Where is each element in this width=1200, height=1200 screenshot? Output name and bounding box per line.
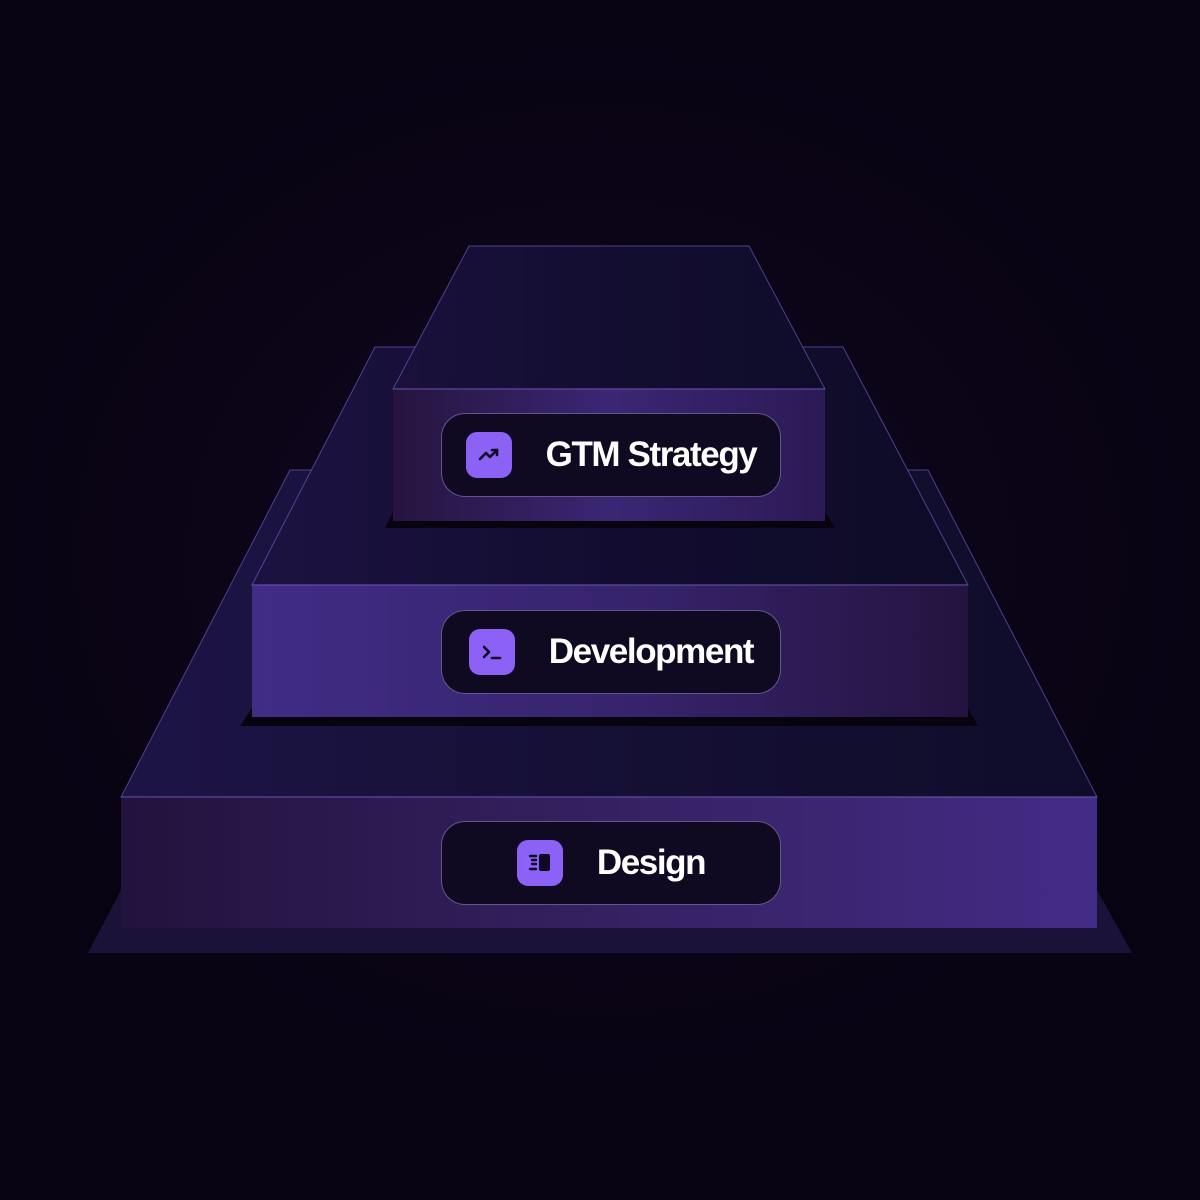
tier-pill-development: Development <box>441 610 781 694</box>
terminal-icon <box>468 629 515 675</box>
tier-label: Design <box>596 843 707 882</box>
layout-sidebar-icon <box>516 840 563 886</box>
tier-label: GTM Strategy <box>545 435 758 474</box>
tier-gtm-top <box>392 245 826 390</box>
tier-pill-design: Design <box>441 821 781 905</box>
trending-up-icon <box>465 432 512 478</box>
tier-label: Development <box>548 632 755 671</box>
tier-pill-gtm-strategy: GTM Strategy <box>441 413 781 497</box>
